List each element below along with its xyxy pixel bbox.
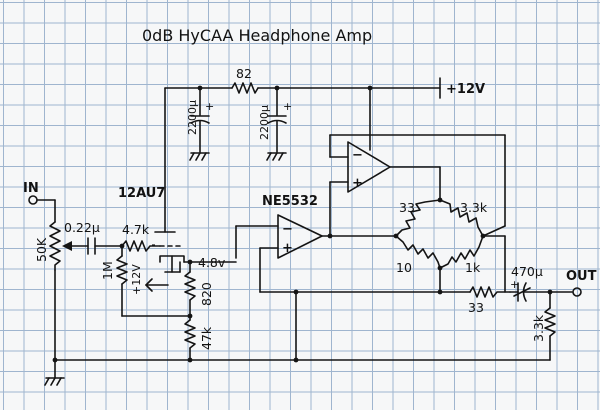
supply-capacitor-left: +: [189, 87, 214, 161]
svg-text:−: −: [352, 148, 363, 163]
coupling-capacitor-label: 0.22μ: [64, 220, 100, 235]
grid-resistor: [121, 240, 161, 252]
supply-voltage-label: +12V: [446, 82, 485, 97]
bias-resistor: [116, 245, 193, 319]
bridge-resistor-bottom-right-label: 1k: [465, 260, 481, 275]
svg-text:−: −: [282, 222, 293, 237]
bridge-resistor-bottom-left-label: 10: [396, 260, 412, 275]
svg-text:+: +: [283, 100, 292, 113]
resistor-82: [231, 82, 259, 94]
buffer-opamp: − +: [235, 214, 471, 293]
ground-bus: [44, 269, 551, 386]
supply-rail: [164, 77, 441, 99]
cathode-resistor-lower-label: 47k: [199, 326, 214, 350]
upper-opamp: − +: [327, 134, 506, 239]
cathode-network: [183, 259, 237, 361]
input-section: [28, 195, 89, 271]
svg-text:+: +: [205, 100, 214, 113]
output-stage: +: [469, 278, 582, 361]
cathode-resistor-upper-label: 820: [199, 282, 214, 306]
volume-pot-label: 50K: [34, 237, 49, 262]
output-resistor-label: 33: [468, 300, 484, 315]
load-resistor-label: 3.3k: [531, 314, 546, 342]
bias-supply-label: +12V: [130, 264, 143, 295]
svg-text:+: +: [352, 176, 363, 191]
bridge-resistor-top-left-label: 33: [399, 200, 415, 215]
input-terminal-label: IN: [23, 181, 39, 196]
opamp-part-label: NE5532: [262, 194, 318, 209]
svg-text:+: +: [282, 241, 293, 256]
svg-text:+: +: [510, 278, 519, 291]
bias-supply-arrow: [145, 278, 169, 292]
coupling-capacitor: [87, 237, 125, 255]
bias-resistor-label: 1M: [100, 261, 115, 280]
output-capacitor-label: 470μ: [511, 264, 543, 279]
resistor-82-label: 82: [236, 66, 252, 81]
resistor-bridge: [321, 197, 506, 295]
supply-capacitor-left-label: 2200μ: [186, 100, 199, 135]
supply-capacitor-right: +: [266, 87, 292, 161]
grid-resistor-label: 4.7k: [122, 222, 150, 237]
bridge-resistor-top-right-label: 3.3k: [460, 200, 488, 215]
cathode-voltage-label: 4.8v: [198, 255, 226, 270]
tube-part-label: 12AU7: [118, 186, 165, 201]
triode-tube: [152, 231, 185, 273]
diagram-title: 0dB HyCAA Headphone Amp: [142, 26, 372, 45]
output-terminal-label: OUT: [566, 269, 597, 284]
supply-capacitor-right-label: 2200μ: [258, 105, 271, 140]
